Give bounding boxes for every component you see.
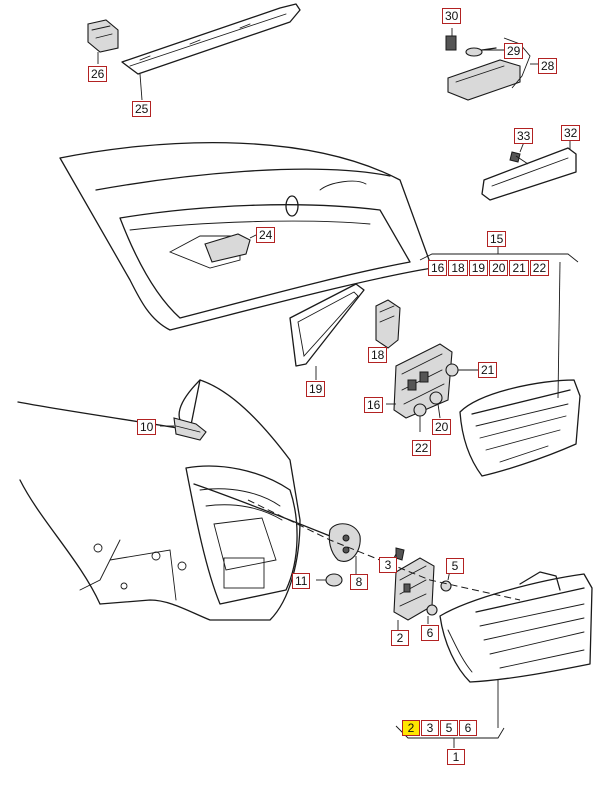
callout-group-15: 16 18 19 20 21 22 [428, 260, 550, 276]
callout-15[interactable]: 15 [487, 231, 507, 247]
connector-10 [160, 417, 207, 441]
callout-30[interactable]: 30 [442, 8, 462, 24]
callout-32[interactable]: 32 [561, 125, 581, 141]
group-15-item-22[interactable]: 22 [529, 260, 550, 276]
callout-16[interactable]: 16 [364, 397, 384, 413]
outer-tail-light [439, 571, 593, 683]
callout-28[interactable]: 28 [538, 58, 558, 74]
rear-quarter-panel [17, 379, 301, 621]
callout-26[interactable]: 26 [88, 66, 108, 82]
wiring-harness-8 [193, 483, 361, 574]
third-brake-light-strip [121, 3, 301, 75]
connector-part-26 [87, 19, 119, 64]
callout-22[interactable]: 22 [412, 440, 432, 456]
bulb-carrier-16 [386, 343, 478, 432]
group-bracket-1 [395, 680, 505, 748]
callout-29[interactable]: 29 [504, 43, 524, 59]
grommet-11 [316, 573, 343, 587]
callout-3[interactable]: 3 [379, 557, 397, 573]
callout-33[interactable]: 33 [514, 128, 534, 144]
bulb-holder-2 [391, 547, 452, 630]
group-15-item-21[interactable]: 21 [509, 260, 529, 276]
callout-1[interactable]: 1 [447, 749, 465, 765]
reflector [481, 140, 577, 201]
callout-24[interactable]: 24 [256, 227, 276, 243]
group-1-item-5[interactable]: 5 [440, 720, 458, 736]
group-15-item-18[interactable]: 18 [448, 260, 468, 276]
callout-11[interactable]: 11 [292, 573, 311, 589]
callout-25[interactable]: 25 [132, 101, 152, 117]
callout-20[interactable]: 20 [432, 419, 452, 435]
callout-19[interactable]: 19 [306, 381, 326, 397]
callout-21[interactable]: 21 [478, 362, 498, 378]
callout-5[interactable]: 5 [446, 558, 464, 574]
callout-8[interactable]: 8 [350, 574, 368, 590]
group-15-item-16[interactable]: 16 [428, 260, 448, 276]
group-1-item-6[interactable]: 6 [459, 720, 477, 736]
license-plate-lamp [445, 28, 538, 101]
seal-19 [289, 283, 365, 380]
callout-6[interactable]: 6 [421, 625, 439, 641]
callout-group-1: 2 3 5 6 [402, 720, 477, 736]
group-15-item-19[interactable]: 19 [468, 260, 489, 276]
trunk-lid [59, 141, 433, 331]
group-1-item-3[interactable]: 3 [421, 720, 439, 736]
callout-18[interactable]: 18 [368, 347, 388, 363]
group-1-item-2-highlighted[interactable]: 2 [402, 720, 420, 736]
group-15-item-20[interactable]: 20 [489, 260, 509, 276]
inner-tail-light [459, 379, 581, 477]
callout-10[interactable]: 10 [137, 419, 157, 435]
callout-2[interactable]: 2 [391, 630, 409, 646]
